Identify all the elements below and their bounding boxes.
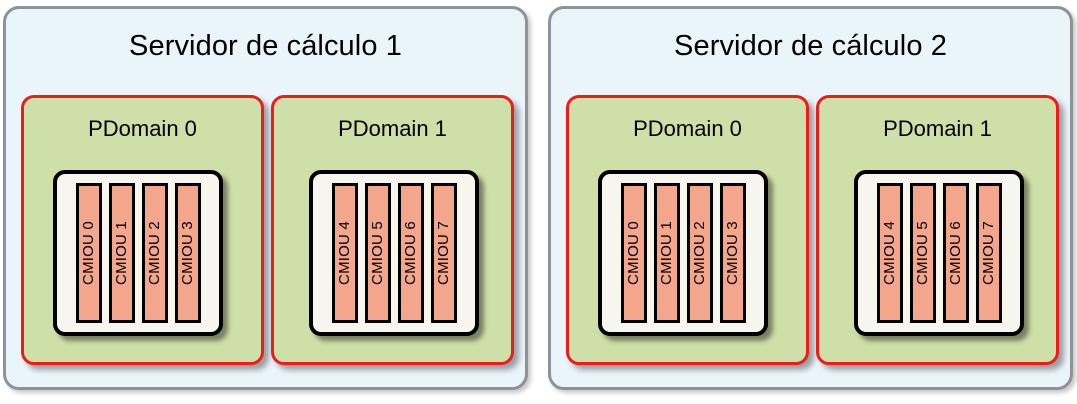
pdomain-0: PDomain 0 CMIOU 0 CMIOU 1 CMIOU 2 CMIOU … — [21, 95, 264, 365]
cmiou-label: CMIOU 5 — [368, 221, 386, 285]
cmiou-blade: CMIOU 6 — [942, 183, 969, 323]
cmiou-blade: CMIOU 2 — [686, 183, 713, 323]
cmiou-chassis: CMIOU 0 CMIOU 1 CMIOU 2 CMIOU 3 — [598, 170, 768, 336]
cmiou-blade: CMIOU 5 — [364, 183, 391, 323]
pdomain-0: PDomain 0 CMIOU 0 CMIOU 1 CMIOU 2 CMIOU … — [566, 95, 809, 365]
compute-server-2: Servidor de cálculo 2 PDomain 0 CMIOU 0 … — [548, 6, 1073, 390]
cmiou-label: CMIOU 4 — [335, 221, 353, 285]
cmiou-label: CMIOU 2 — [690, 221, 708, 285]
cmiou-label: CMIOU 1 — [112, 221, 130, 285]
compute-server-1: Servidor de cálculo 1 PDomain 0 CMIOU 0 … — [3, 6, 528, 390]
pdomain-title: PDomain 1 — [338, 116, 447, 141]
cmiou-blade: CMIOU 6 — [397, 183, 424, 323]
cmiou-blade: CMIOU 5 — [909, 183, 936, 323]
pdomain-1: PDomain 1 CMIOU 4 CMIOU 5 CMIOU 6 CMIOU … — [271, 95, 514, 365]
cmiou-label: CMIOU 7 — [979, 221, 997, 285]
server-title: Servidor de cálculo 1 — [129, 30, 402, 62]
cmiou-blade: CMIOU 0 — [620, 183, 647, 323]
server-title: Servidor de cálculo 2 — [674, 30, 947, 62]
cmiou-blade: CMIOU 4 — [331, 183, 358, 323]
cmiou-blade: CMIOU 3 — [719, 183, 746, 323]
cmiou-label: CMIOU 5 — [913, 221, 931, 285]
cmiou-label: CMIOU 2 — [145, 221, 163, 285]
cmiou-label: CMIOU 4 — [880, 221, 898, 285]
pdomain-title: PDomain 0 — [633, 116, 742, 141]
cmiou-label: CMIOU 7 — [434, 221, 452, 285]
cmiou-label: CMIOU 0 — [79, 221, 97, 285]
cmiou-chassis: CMIOU 4 CMIOU 5 CMIOU 6 CMIOU 7 — [854, 170, 1024, 336]
cmiou-blade: CMIOU 7 — [430, 183, 457, 323]
cmiou-blade: CMIOU 1 — [653, 183, 680, 323]
cmiou-chassis: CMIOU 0 CMIOU 1 CMIOU 2 CMIOU 3 — [53, 170, 223, 336]
cmiou-label: CMIOU 6 — [401, 221, 419, 285]
cmiou-blade: CMIOU 1 — [108, 183, 135, 323]
pdomain-title: PDomain 1 — [883, 116, 992, 141]
cmiou-label: CMIOU 3 — [178, 221, 196, 285]
pdomain-title: PDomain 0 — [88, 116, 197, 141]
cmiou-label: CMIOU 1 — [657, 221, 675, 285]
cmiou-chassis: CMIOU 4 CMIOU 5 CMIOU 6 CMIOU 7 — [309, 170, 479, 336]
cmiou-blade: CMIOU 3 — [174, 183, 201, 323]
pdomain-1: PDomain 1 CMIOU 4 CMIOU 5 CMIOU 6 CMIOU … — [816, 95, 1059, 365]
cmiou-label: CMIOU 3 — [723, 221, 741, 285]
cmiou-label: CMIOU 6 — [946, 221, 964, 285]
cmiou-blade: CMIOU 2 — [141, 183, 168, 323]
cmiou-blade: CMIOU 0 — [75, 183, 102, 323]
cmiou-blade: CMIOU 4 — [876, 183, 903, 323]
cmiou-label: CMIOU 0 — [624, 221, 642, 285]
cmiou-blade: CMIOU 7 — [975, 183, 1002, 323]
